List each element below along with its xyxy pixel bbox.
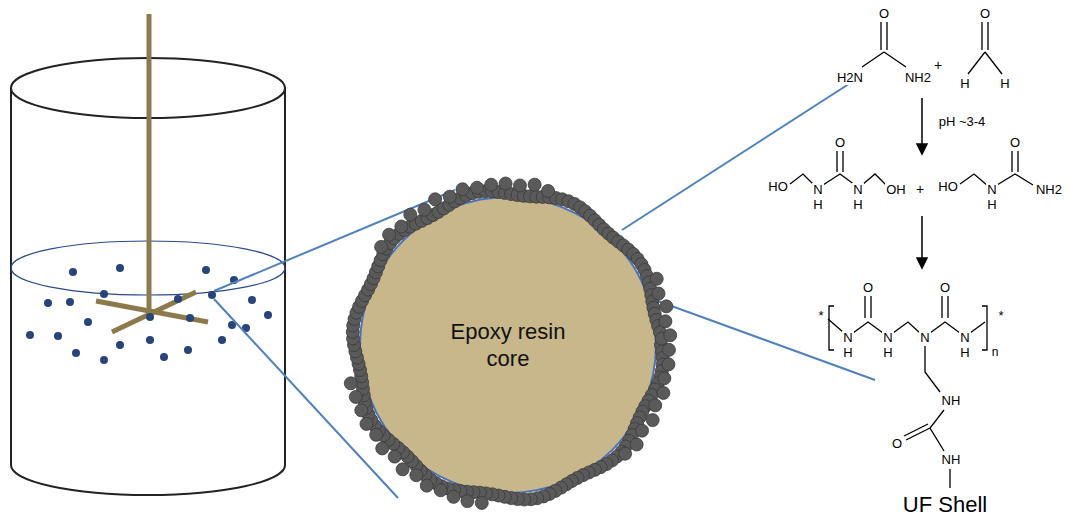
uf-particle bbox=[375, 240, 388, 253]
atom-label: NH2 bbox=[904, 71, 932, 85]
repeat-index: n bbox=[991, 346, 1000, 359]
uf-particle bbox=[396, 463, 409, 476]
uf-particle bbox=[447, 490, 460, 503]
atom-label: N bbox=[842, 331, 853, 345]
atom-label: HO bbox=[937, 180, 959, 194]
atom-label: N bbox=[919, 331, 930, 345]
uf-particle bbox=[652, 287, 665, 300]
uf-particle bbox=[659, 315, 672, 328]
uf-particle bbox=[471, 181, 484, 194]
end-group: * bbox=[817, 309, 824, 323]
uf-particle bbox=[619, 447, 632, 460]
uf-particle bbox=[410, 469, 423, 482]
zoom-lines bbox=[214, 80, 875, 498]
uf-particle bbox=[485, 178, 498, 191]
atom-label: N bbox=[882, 331, 893, 345]
atom-label: N bbox=[986, 183, 997, 197]
uf-particle bbox=[630, 438, 643, 451]
core-circle-shape bbox=[360, 197, 656, 493]
end-group: * bbox=[997, 309, 1004, 323]
shell-label: UF Shell bbox=[902, 493, 988, 517]
atom-label: H bbox=[842, 346, 853, 360]
uf-particle bbox=[542, 184, 555, 197]
atom-label: H bbox=[999, 77, 1010, 91]
atom-label: OH bbox=[885, 183, 907, 197]
atom-label: H bbox=[852, 198, 863, 212]
uf-particle bbox=[376, 442, 389, 455]
uf-particle bbox=[429, 193, 442, 206]
uf-particle bbox=[662, 358, 675, 371]
atom-label: HO bbox=[767, 180, 789, 194]
uf-particle bbox=[349, 390, 362, 403]
stirrer bbox=[96, 14, 208, 332]
atom-label: O bbox=[834, 136, 846, 150]
condition-label: pH ~3-4 bbox=[938, 115, 987, 129]
atom-label: O bbox=[878, 7, 890, 21]
uf-particle bbox=[528, 178, 541, 191]
atom-label: NH bbox=[941, 394, 962, 408]
uf-particle bbox=[664, 329, 677, 342]
uf-particle bbox=[344, 377, 357, 390]
uf-particle bbox=[443, 190, 456, 203]
uf-particle bbox=[513, 179, 526, 192]
chemical-bonds bbox=[790, 22, 1033, 488]
atom-label: O bbox=[1009, 136, 1021, 150]
uf-particle bbox=[475, 496, 488, 509]
atom-label: O bbox=[891, 437, 903, 451]
atom-label: H bbox=[959, 77, 970, 91]
node-text-group: Epoxy resin core bbox=[358, 195, 658, 495]
uf-particle bbox=[646, 414, 659, 427]
uf-particle bbox=[360, 417, 373, 430]
uf-particle bbox=[657, 386, 670, 399]
atom-label: N bbox=[959, 331, 970, 345]
uf-particle bbox=[355, 404, 368, 417]
atom-label: H2N bbox=[836, 71, 864, 85]
node-label: Epoxy resin core bbox=[433, 318, 583, 373]
atom-label: N bbox=[852, 183, 863, 197]
atom-label: O bbox=[939, 281, 951, 295]
uf-particle bbox=[649, 399, 662, 412]
plus-sign: + bbox=[933, 58, 943, 73]
uf-particle bbox=[388, 450, 401, 463]
atom-label: H bbox=[986, 198, 997, 212]
atom-label: H bbox=[812, 198, 823, 212]
uf-particle bbox=[662, 343, 675, 356]
atom-label: NH bbox=[941, 453, 962, 467]
uf-particle bbox=[461, 495, 474, 508]
uf-particle bbox=[456, 183, 469, 196]
uf-particle bbox=[370, 428, 383, 441]
atom-label: O bbox=[979, 7, 991, 21]
atom-label: H bbox=[959, 346, 970, 360]
uf-particle bbox=[383, 228, 396, 241]
uf-particle bbox=[499, 177, 512, 190]
atom-label: O bbox=[862, 281, 874, 295]
atom-label: N bbox=[812, 183, 823, 197]
uf-particle bbox=[395, 220, 408, 233]
plus-sign: + bbox=[915, 182, 925, 197]
uf-particle bbox=[660, 300, 673, 313]
uf-particle bbox=[418, 203, 431, 216]
atom-label: NH2 bbox=[1035, 183, 1063, 197]
uf-particle bbox=[420, 479, 433, 492]
droplets bbox=[26, 264, 272, 364]
uf-particle bbox=[404, 208, 417, 221]
uf-particle bbox=[434, 484, 447, 497]
atom-label: H bbox=[882, 346, 893, 360]
uf-particle bbox=[658, 372, 671, 385]
uf-particle bbox=[650, 272, 663, 285]
core-circle: Epoxy resin core bbox=[358, 195, 658, 495]
uf-particle bbox=[636, 424, 649, 437]
